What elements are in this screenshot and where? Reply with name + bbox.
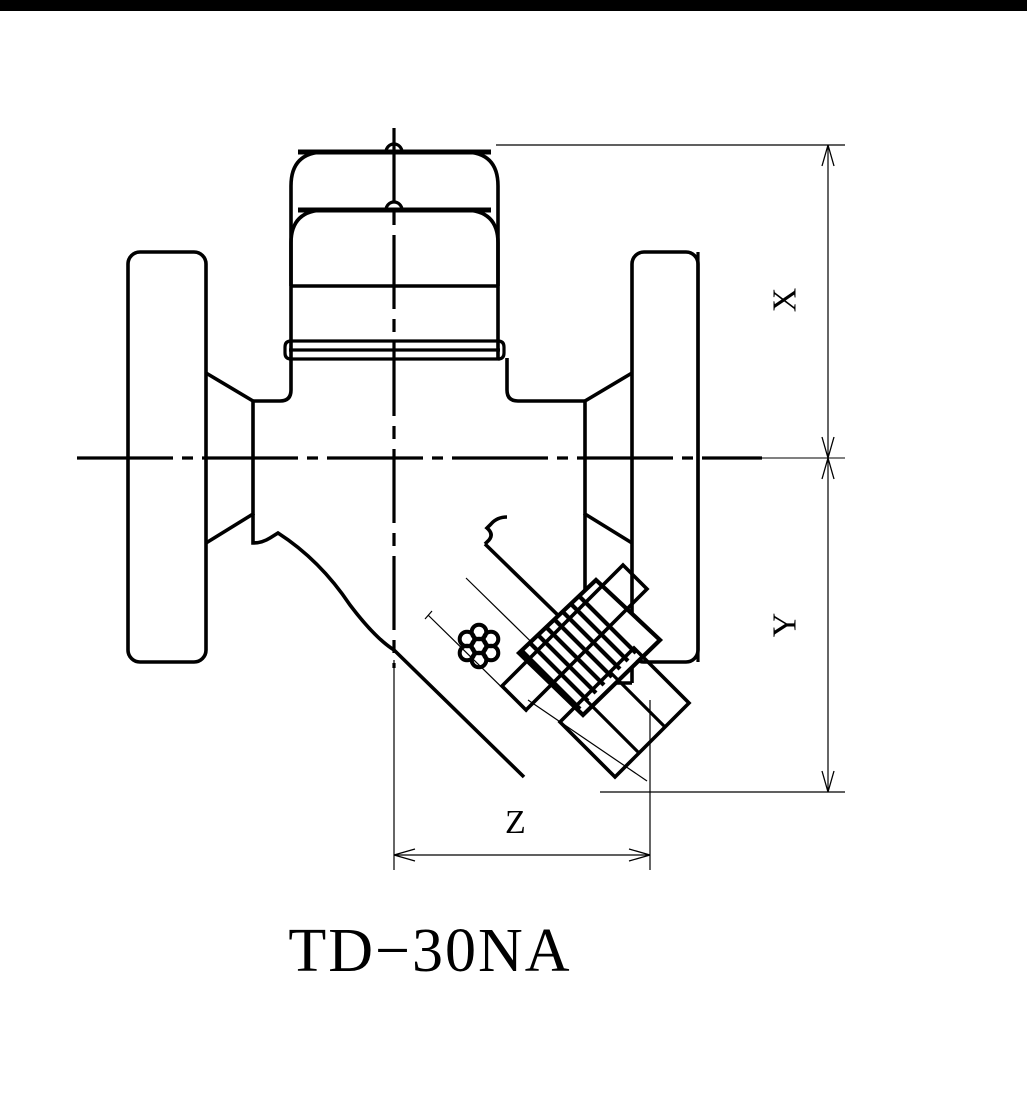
valve-bonnet-cap xyxy=(283,142,506,361)
dimension-label-y: Y xyxy=(766,612,804,638)
dimension-lines xyxy=(393,144,845,870)
drawing-title: TD−30NA xyxy=(288,917,572,985)
top-black-bar xyxy=(0,0,1027,11)
right-flange xyxy=(630,250,700,664)
hex-cap-nut xyxy=(527,645,692,782)
left-flange xyxy=(126,250,208,664)
dimension-label-x: X xyxy=(766,287,804,313)
dimension-label-z: Z xyxy=(505,804,526,841)
strainer-screen-symbol xyxy=(457,622,501,670)
centerlines xyxy=(77,128,845,668)
